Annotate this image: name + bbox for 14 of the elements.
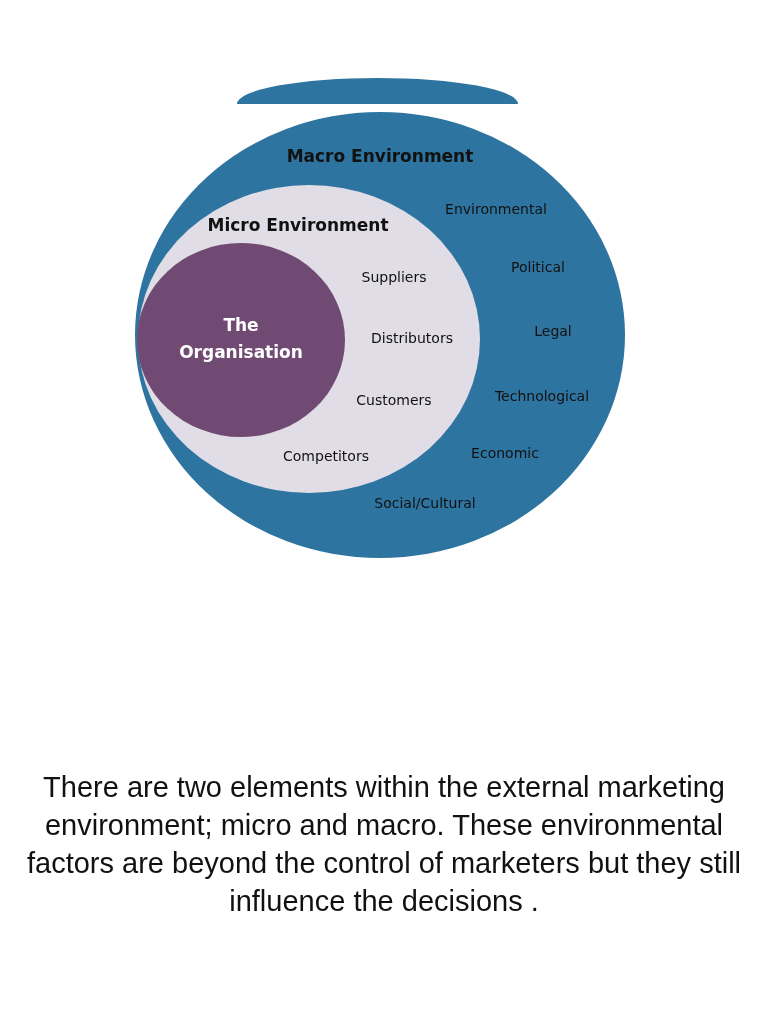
factor-label: Political — [511, 259, 565, 275]
factor-label: Technological — [494, 388, 590, 404]
factor-label: Distributors — [371, 330, 453, 346]
factor-label: Social/Cultural — [374, 495, 476, 511]
factor-label: Suppliers — [361, 269, 427, 285]
factor-label: Legal — [534, 323, 572, 339]
caption: There are two elements within the external marketing environment; micro and macro. These environmental factors are beyond the control of marketers but they still influence the decisions . — [25, 770, 743, 919]
factor-label: Economic — [471, 445, 539, 461]
heading: Macro Environment — [286, 146, 474, 166]
center-label: The Organisation — [178, 314, 304, 364]
factor-label: Environmental — [445, 201, 547, 217]
factor-label: Competitors — [283, 448, 369, 464]
factor-label: Customers — [356, 392, 432, 408]
heading: Micro Environment — [207, 215, 389, 235]
